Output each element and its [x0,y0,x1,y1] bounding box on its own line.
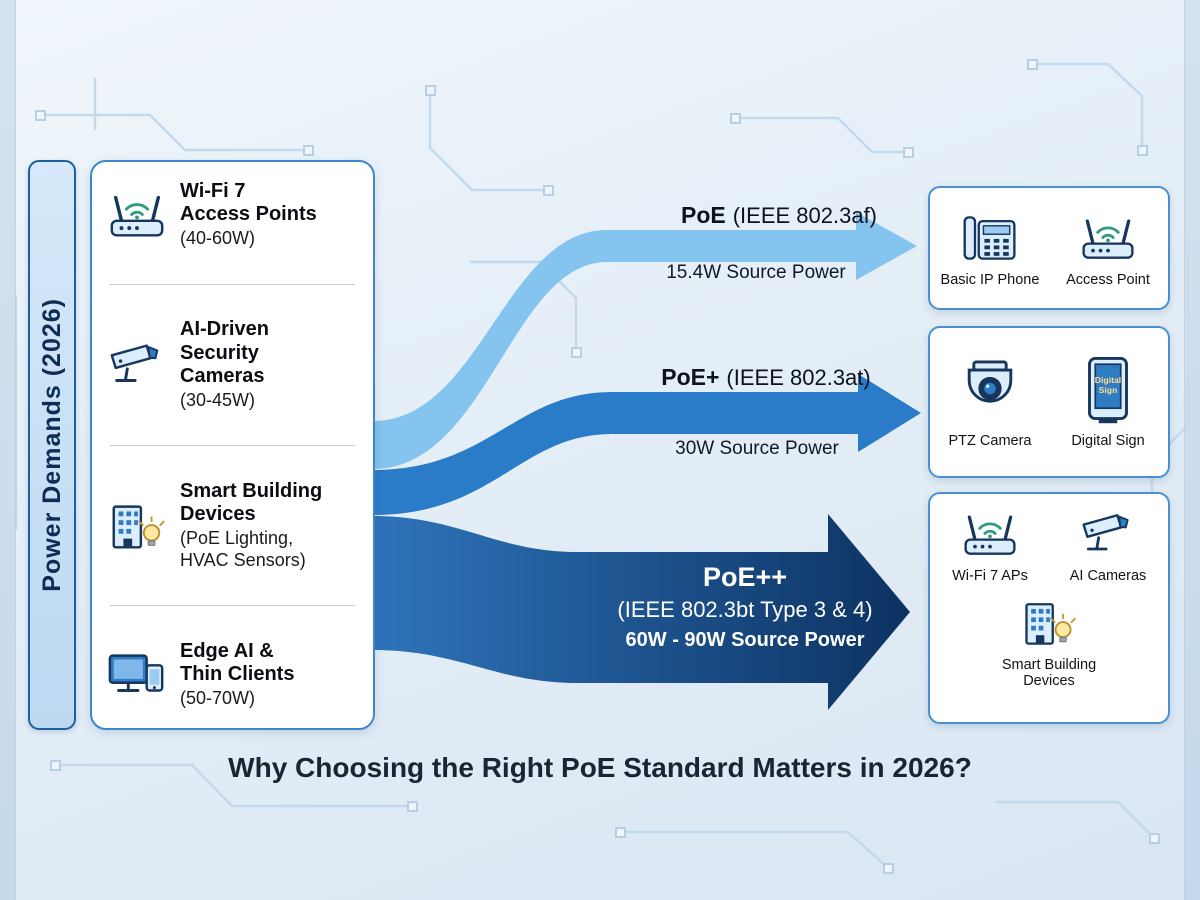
demand-row-smart-building: Smart Building Devices (PoE Lighting, HV… [106,480,359,572]
demand-text-smart-building: Smart Building Devices (PoE Lighting, HV… [180,480,322,572]
poe-label: PoE(IEEE 802.3af) [681,202,877,229]
demand-title: AI-Driven Security Cameras [180,318,269,387]
device-row: Basic IP Phone Access Point [936,208,1162,289]
ip-phone-icon [960,208,1020,268]
poe-plus-name: PoE+ [661,364,720,390]
demand-row-edge-ai: Edge AI & Thin Clients (50-70W) [106,640,359,710]
poe-name: PoE [680,202,726,228]
smart-building-icon [1019,593,1079,653]
device-label: PTZ Camera [948,432,1032,449]
demand-title: Smart Building Devices [180,480,323,526]
device-ptz-camera: PTZ Camera [936,355,1044,450]
poe-plus-plus-flow-arrow [373,514,910,710]
poe-plus-label: PoE+(IEEE 802.3at) [661,364,870,391]
device-label: Basic IP Phone [940,271,1040,288]
digital-sign-icon [1071,355,1145,429]
power-demands-label: Power Demands (2026) [37,298,66,592]
demand-text-wifi7: Wi-Fi 7 Access Points (40-60W) [180,180,317,250]
right-edge-strip [1184,0,1200,900]
poe-plus-plus-source-power: 60W - 90W Source Power [625,629,865,651]
poe-devices-box: Basic IP Phone Access Point [928,186,1170,310]
demand-title: Edge AI & Thin Clients [180,640,295,686]
poe-plus-plus-standard: (IEEE 802.3bt Type 3 & 4) [617,597,873,622]
smart-building-icon [106,495,168,557]
poe-plus-standard: (IEEE 802.3at) [726,365,871,390]
poe-flow-arrow [373,212,917,469]
demand-panel: Wi-Fi 7 Access Points (40-60W) AI-Driven… [90,160,375,730]
panel-divider [110,605,355,607]
device-row: PTZ Camera Digital Sign [936,355,1162,450]
demand-text-security-cameras: AI-Driven Security Cameras (30-45W) [180,318,269,411]
power-demands-bar: Power Demands (2026) [28,160,76,730]
poe-plus-source-power: 30W Source Power [675,438,839,459]
demand-detail: (30-45W) [180,389,256,410]
device-digital-sign: Digital Sign [1054,355,1162,450]
demand-row-wifi7: Wi-Fi 7 Access Points (40-60W) [106,180,359,250]
demand-detail: (50-70W) [180,688,256,709]
panel-divider [110,283,355,285]
device-row: Wi-Fi 7 APs AI Cameras [936,504,1162,585]
device-label: Digital Sign [1071,432,1145,449]
device-access-point: Access Point [1054,208,1162,289]
edge-ai-icon [106,644,168,706]
panel-divider [110,445,355,447]
device-label: AI Cameras [1069,568,1147,584]
wifi7-ap-icon [960,504,1020,564]
device-label: Wi-Fi 7 APs [952,568,1028,584]
device-basic-ip-phone: Basic IP Phone [936,208,1044,289]
device-label: Access Point [1066,271,1150,288]
demand-title: Wi-Fi 7 Access Points [180,180,317,226]
ptz-camera-icon [953,355,1027,429]
device-smart-building: Smart Building Devices [1002,593,1096,712]
demand-row-security-cameras: AI-Driven Security Cameras (30-45W) [106,318,359,411]
device-ai-cameras: AI Cameras [1054,504,1162,585]
poe-source-power: 15.4W Source Power [666,262,846,283]
ai-camera-icon [1078,504,1138,564]
poe-plus-plus-name: PoE++ [702,562,788,592]
demand-text-edge-ai: Edge AI & Thin Clients (50-70W) [180,640,294,710]
poe-standard: (IEEE 802.3af) [732,203,878,228]
access-point-icon [1078,208,1138,268]
diagram-caption: Why Choosing the Right PoE Standard Matt… [228,752,972,783]
wifi7-router-icon [106,184,168,246]
device-wifi7-aps: Wi-Fi 7 APs [936,504,1044,585]
poe-plus-devices-box: PTZ Camera Digital Sign [928,326,1170,478]
demand-detail: (40-60W) [180,228,256,249]
demand-detail: (PoE Lighting, HVAC Sensors) [180,528,306,570]
poe-plus-plus-devices-box: Wi-Fi 7 APs AI Cameras Smart Building De… [928,492,1170,724]
security-camera-icon [106,334,168,396]
device-label: Smart Building Devices [1001,656,1097,690]
left-edge-strip [0,0,16,900]
poe-plus-flow-arrow [373,374,921,515]
poe-plus-plus-label: PoE++ (IEEE 802.3bt Type 3 & 4) 60W - 90… [525,562,965,652]
